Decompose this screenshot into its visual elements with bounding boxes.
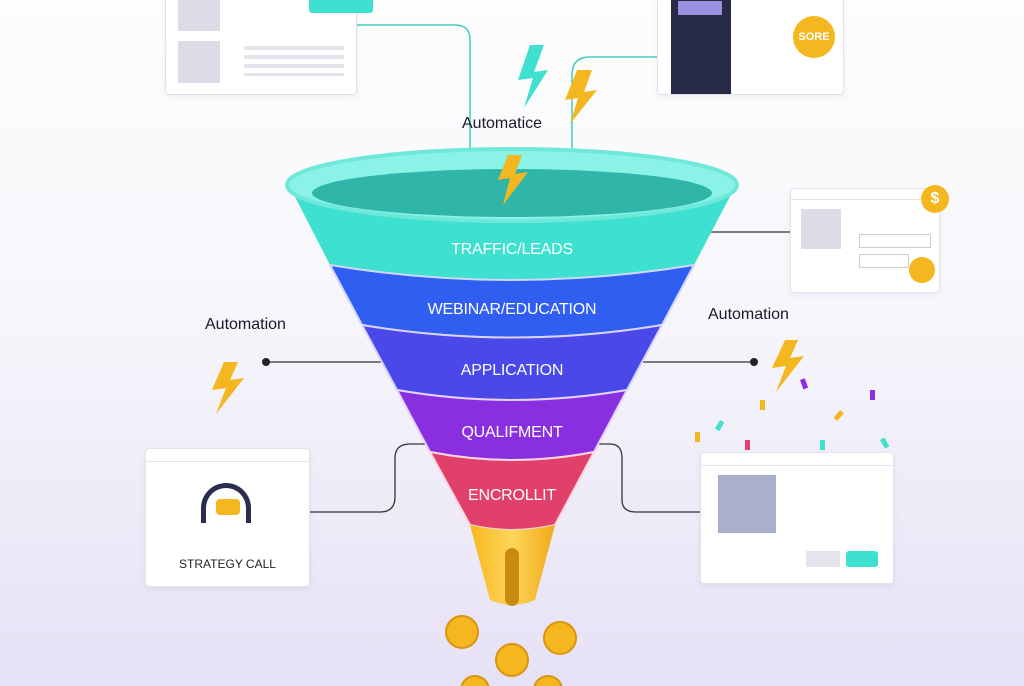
input-field[interactable] <box>859 234 931 248</box>
lightning-icon <box>212 362 244 414</box>
secondary-button[interactable] <box>806 551 840 567</box>
automation-label-top: Automatice <box>462 115 543 132</box>
play-button[interactable] <box>846 551 878 567</box>
funnel-band-traffic <box>289 185 736 280</box>
contact-badge <box>309 0 373 13</box>
spout-slot <box>505 548 519 606</box>
window-bar <box>701 453 893 466</box>
score-card: SORE <box>657 0 844 95</box>
stage-label: WEBINAR/EDUCATION <box>427 301 597 318</box>
stage-label: APPLICATION <box>460 362 564 379</box>
automation-label-right: Automation <box>708 306 789 323</box>
dollar-icon: $ <box>921 185 949 213</box>
avatar <box>178 0 220 31</box>
window-bar <box>146 449 309 462</box>
headset-icon <box>201 483 251 523</box>
thumbs-up-icon <box>909 257 935 283</box>
connector-lines <box>355 24 657 200</box>
input-field[interactable] <box>859 254 909 268</box>
strategy-call-label: STRATEGY CALL <box>179 557 276 571</box>
stage-label: QUALIFMENT <box>461 424 563 441</box>
image-placeholder <box>178 41 220 83</box>
connector-lines-dark <box>266 231 790 513</box>
stage-label: TRAFFIC/LEADS <box>451 241 573 258</box>
coins <box>445 615 577 686</box>
connector-dot <box>750 358 758 366</box>
lightning-icon <box>565 70 597 124</box>
text-lines <box>244 46 344 76</box>
lightning-icon <box>772 340 804 392</box>
connector-dot <box>262 358 270 366</box>
lightning-icon <box>518 45 548 108</box>
video-card <box>700 452 894 584</box>
funnel-band-enrollment <box>428 450 596 531</box>
window-bar <box>791 189 939 200</box>
strategy-call-card[interactable]: STRATEGY CALL <box>145 448 310 587</box>
profile-card <box>165 0 373 95</box>
form-card: $ <box>790 185 949 293</box>
avatar <box>678 1 722 15</box>
avatar <box>801 209 841 249</box>
lightning-icon <box>498 155 528 205</box>
chat-bubble-icon <box>216 499 240 515</box>
score-badge: SORE <box>793 16 835 58</box>
stage-label: ENCROLLIT <box>468 487 556 504</box>
avatar <box>718 475 776 533</box>
automation-label-left: Automation <box>205 316 286 333</box>
card-sidebar <box>671 0 731 94</box>
